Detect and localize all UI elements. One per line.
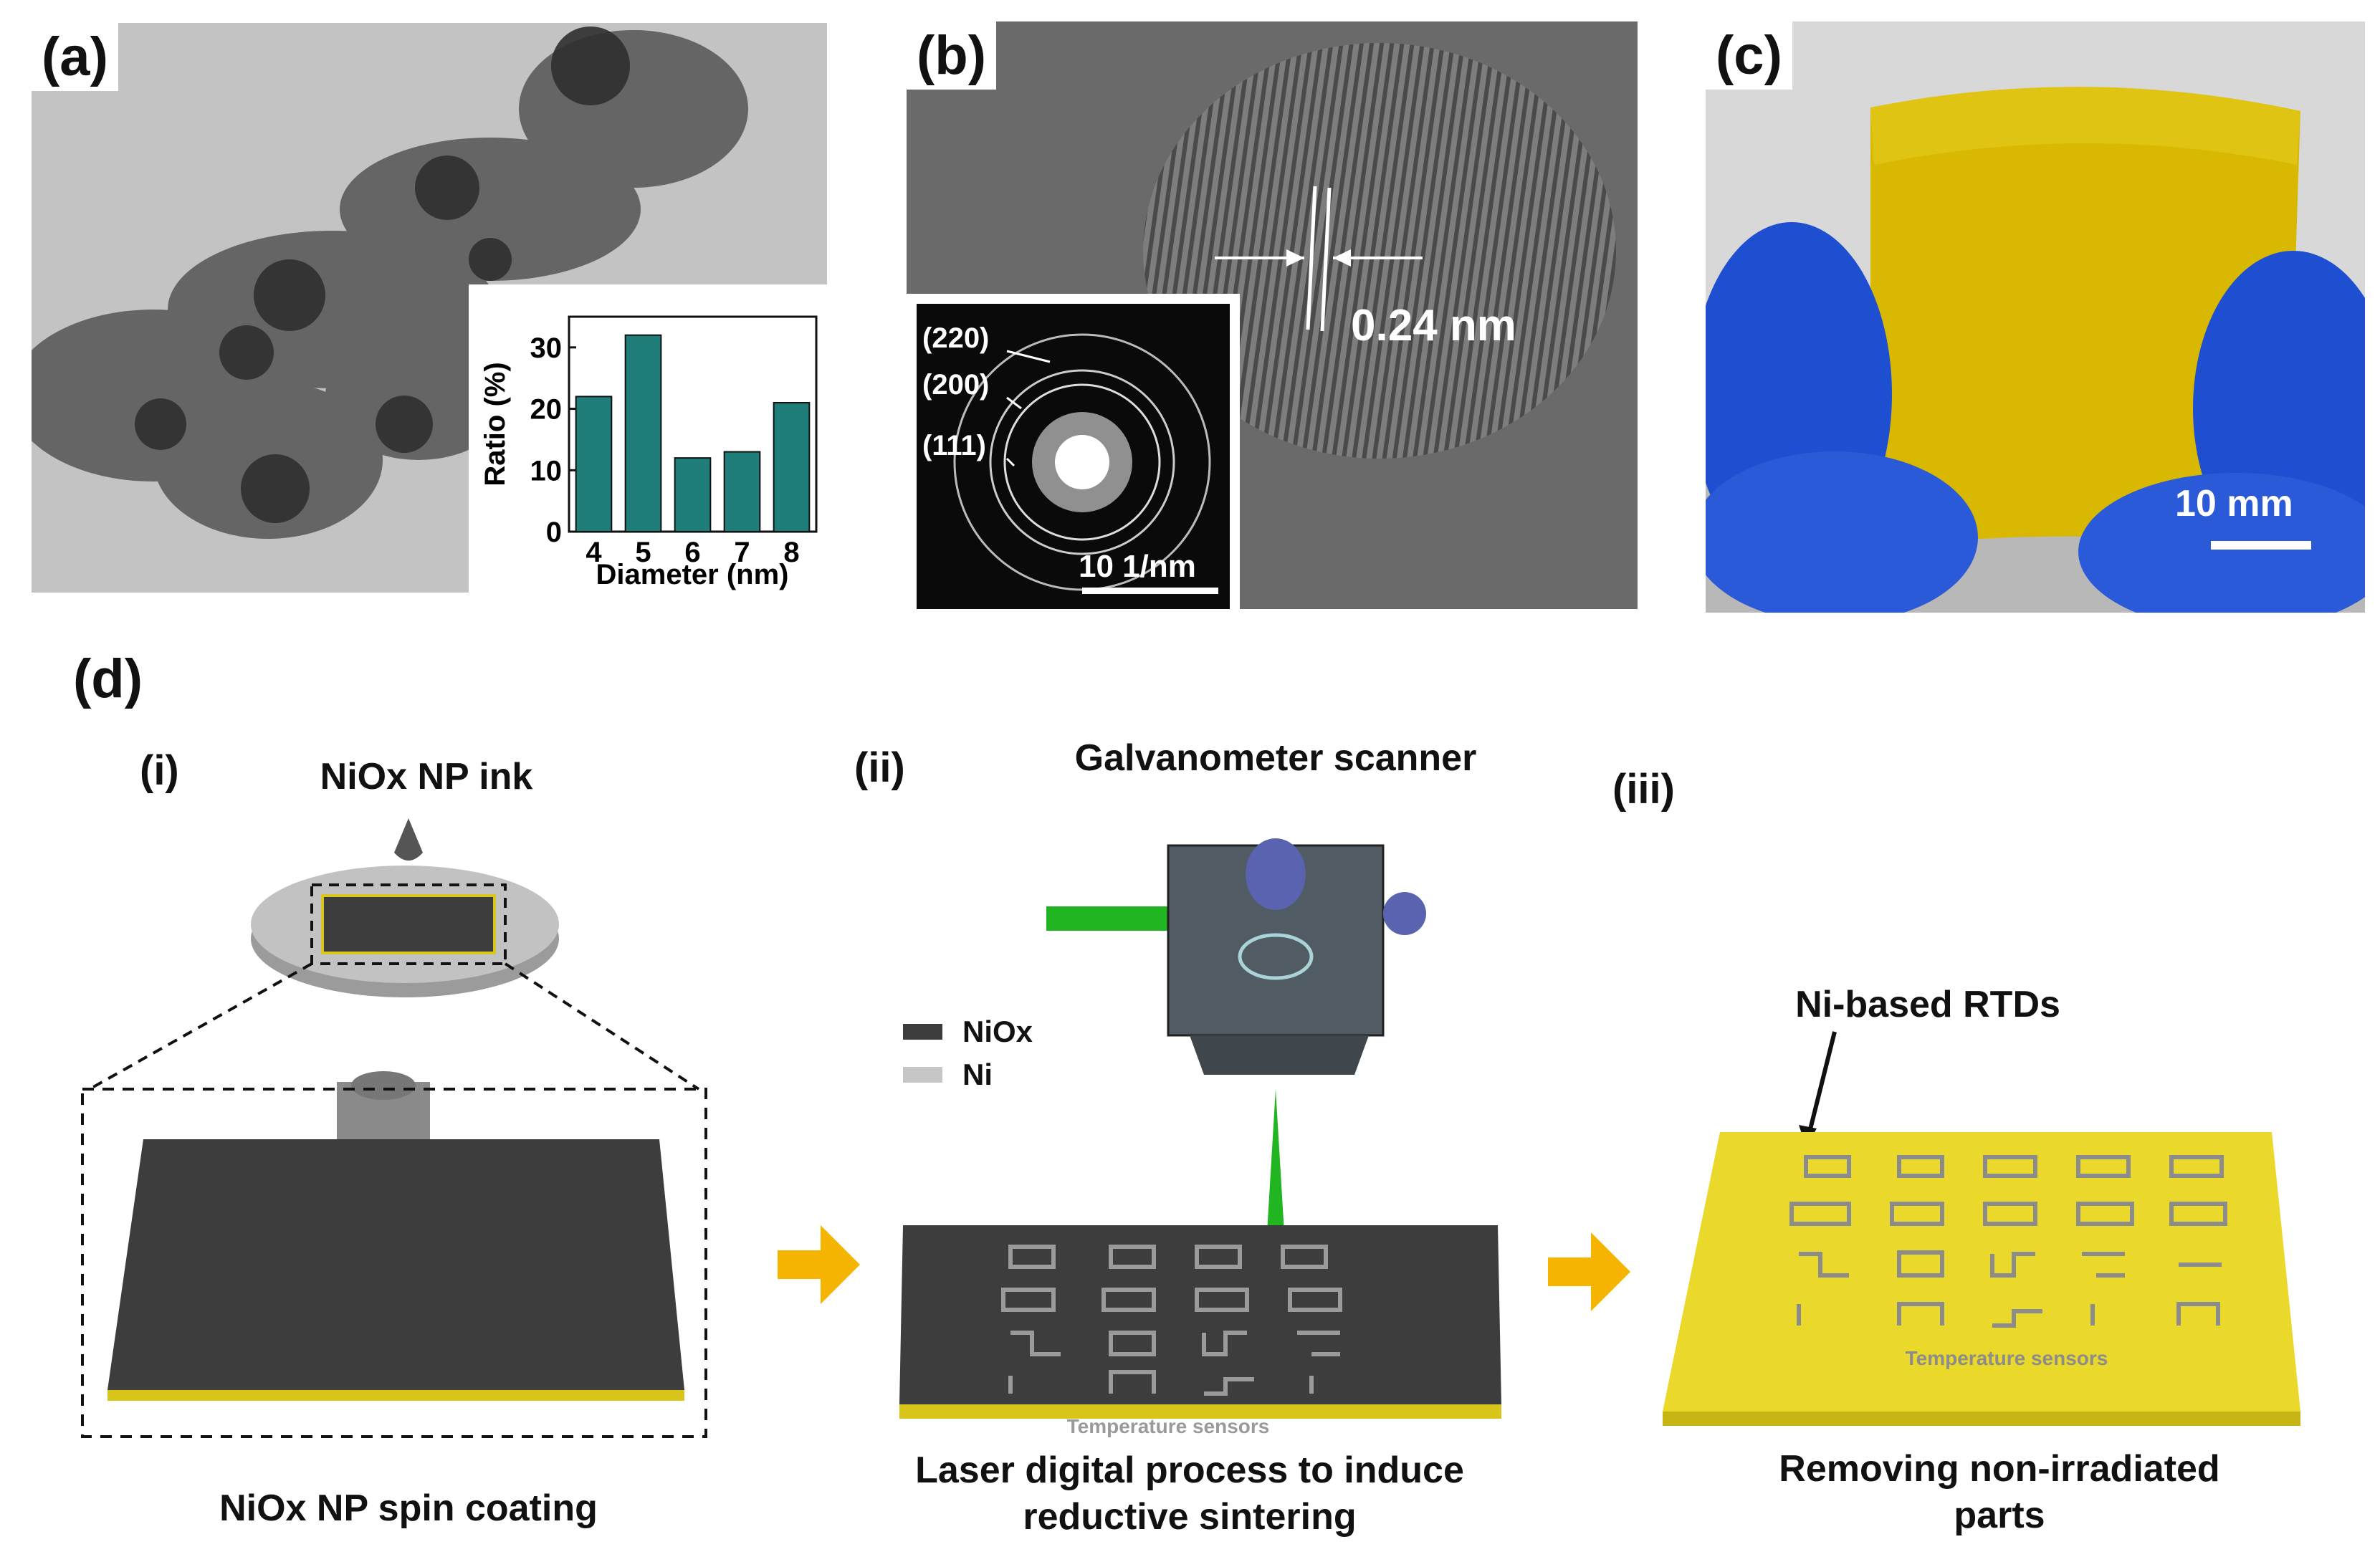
ink-droplet-icon <box>394 818 423 861</box>
step-iii-top-label: Ni-based RTDs <box>1795 984 2060 1025</box>
chart-bar <box>674 457 712 532</box>
sensor-patterns <box>1001 1245 1342 1396</box>
step-iii: (iii) Ni-based RTDs Temperature sensors … <box>1598 717 2372 1562</box>
step-iii-caption-line1: Removing non-irradiated <box>1779 1448 2220 1490</box>
chart-xtick-label: 7 <box>734 537 750 568</box>
step-i: (i) NiOx NP ink NiOx NP spin coating <box>0 717 788 1562</box>
panel-c-letter: (c) <box>1706 21 1792 90</box>
chart-ytick-label: 0 <box>546 517 562 548</box>
step-ii-caption-line1: Laser digital process to induce <box>915 1450 1464 1491</box>
laser-scanner-illustration: Temperature sensors <box>899 838 1501 1437</box>
photo-scale-label: 10 mm <box>2175 483 2293 524</box>
saed-label-220: (220) <box>922 322 989 354</box>
rtd-patterns <box>1789 1155 2227 1328</box>
panel-c: 10 mm (c) <box>1706 21 2365 613</box>
chart-xlabel: Diameter (nm) <box>596 559 789 590</box>
panel-a: (a) 0 10 20 30 4 5 6 7 8 Ratio (%) Diameter (nm… <box>32 23 827 593</box>
chart-xtick-label: 5 <box>635 537 651 568</box>
chart-xtick-label: 4 <box>586 537 602 568</box>
step-i-top-label: NiOx NP ink <box>320 756 533 797</box>
substrate-text-ii: Temperature sensors <box>1067 1415 1270 1437</box>
chart-bar <box>773 402 811 532</box>
legend-item-niox: NiOx <box>903 1010 1033 1053</box>
panel-d-letter: (d) <box>73 648 143 709</box>
legend-item-ni: Ni <box>903 1053 1033 1096</box>
substrate-text-iii: Temperature sensors <box>1906 1347 2108 1369</box>
flow-arrow-2 <box>1548 1232 1630 1311</box>
lattice-spacing-label: 0.24 nm <box>1351 301 1516 350</box>
flow-arrow-1 <box>778 1225 860 1304</box>
legend-label-niox: NiOx <box>962 1015 1033 1048</box>
chart-xtick-label: 6 <box>684 537 700 568</box>
chart-bar <box>723 451 761 532</box>
spin-coater-illustration <box>81 818 707 1438</box>
saed-label-111: (111) <box>922 430 986 461</box>
photo-scale-bar <box>2211 541 2311 550</box>
step-iii-numeral: (iii) <box>1612 766 1675 813</box>
chart-ytick-label: 10 <box>530 455 563 487</box>
legend: NiOx Ni <box>903 1010 1033 1096</box>
chart-xtick-label: 8 <box>783 537 799 568</box>
inset-bar-chart: 0 10 20 30 4 5 6 7 8 Ratio (%) Diameter (nm) <box>469 284 827 593</box>
laser-beam-input <box>1046 906 1190 931</box>
chart-ytick-label: 20 <box>530 394 563 426</box>
step-ii-caption: Laser digital process to induce reductiv… <box>853 1447 1526 1541</box>
step-i-numeral: (i) <box>140 747 179 794</box>
step-iii-caption-line2: parts <box>1954 1495 2045 1536</box>
step-i-caption: NiOx NP spin coating <box>219 1487 598 1529</box>
chart-ytick-label: 30 <box>530 332 563 364</box>
step-ii: (ii) Galvanometer scanner Temperature se… <box>838 717 1555 1562</box>
saed-inset: (220) (200) (111) 10 1/nm <box>907 294 1240 609</box>
saed-scale-bar <box>1082 588 1218 594</box>
panel-b-letter: (b) <box>907 21 997 90</box>
saed-label-200: (200) <box>922 369 989 401</box>
step-ii-caption-line2: reductive sintering <box>1023 1496 1357 1538</box>
step-ii-top-label: Galvanometer scanner <box>1074 737 1477 779</box>
legend-swatch-ni <box>903 1067 942 1083</box>
chart-bar <box>575 396 613 532</box>
step-ii-numeral: (ii) <box>854 744 905 791</box>
panel-b: 0.24 nm (b) (220) (200) (111) 10 1/nm <box>907 21 1638 609</box>
chart-bar <box>624 334 662 532</box>
saed-scale-label: 10 1/nm <box>1079 549 1196 584</box>
flexible-film-photo: 10 mm <box>1706 21 2365 613</box>
legend-swatch-niox <box>903 1024 942 1040</box>
rtd-substrate-illustration: Temperature sensors <box>1663 1031 2300 1426</box>
chart-ylabel: Ratio (%) <box>479 362 511 486</box>
step-iii-caption: Removing non-irradiated parts <box>1727 1446 2272 1539</box>
panel-a-letter: (a) <box>32 23 118 91</box>
legend-label-ni: Ni <box>962 1058 993 1091</box>
